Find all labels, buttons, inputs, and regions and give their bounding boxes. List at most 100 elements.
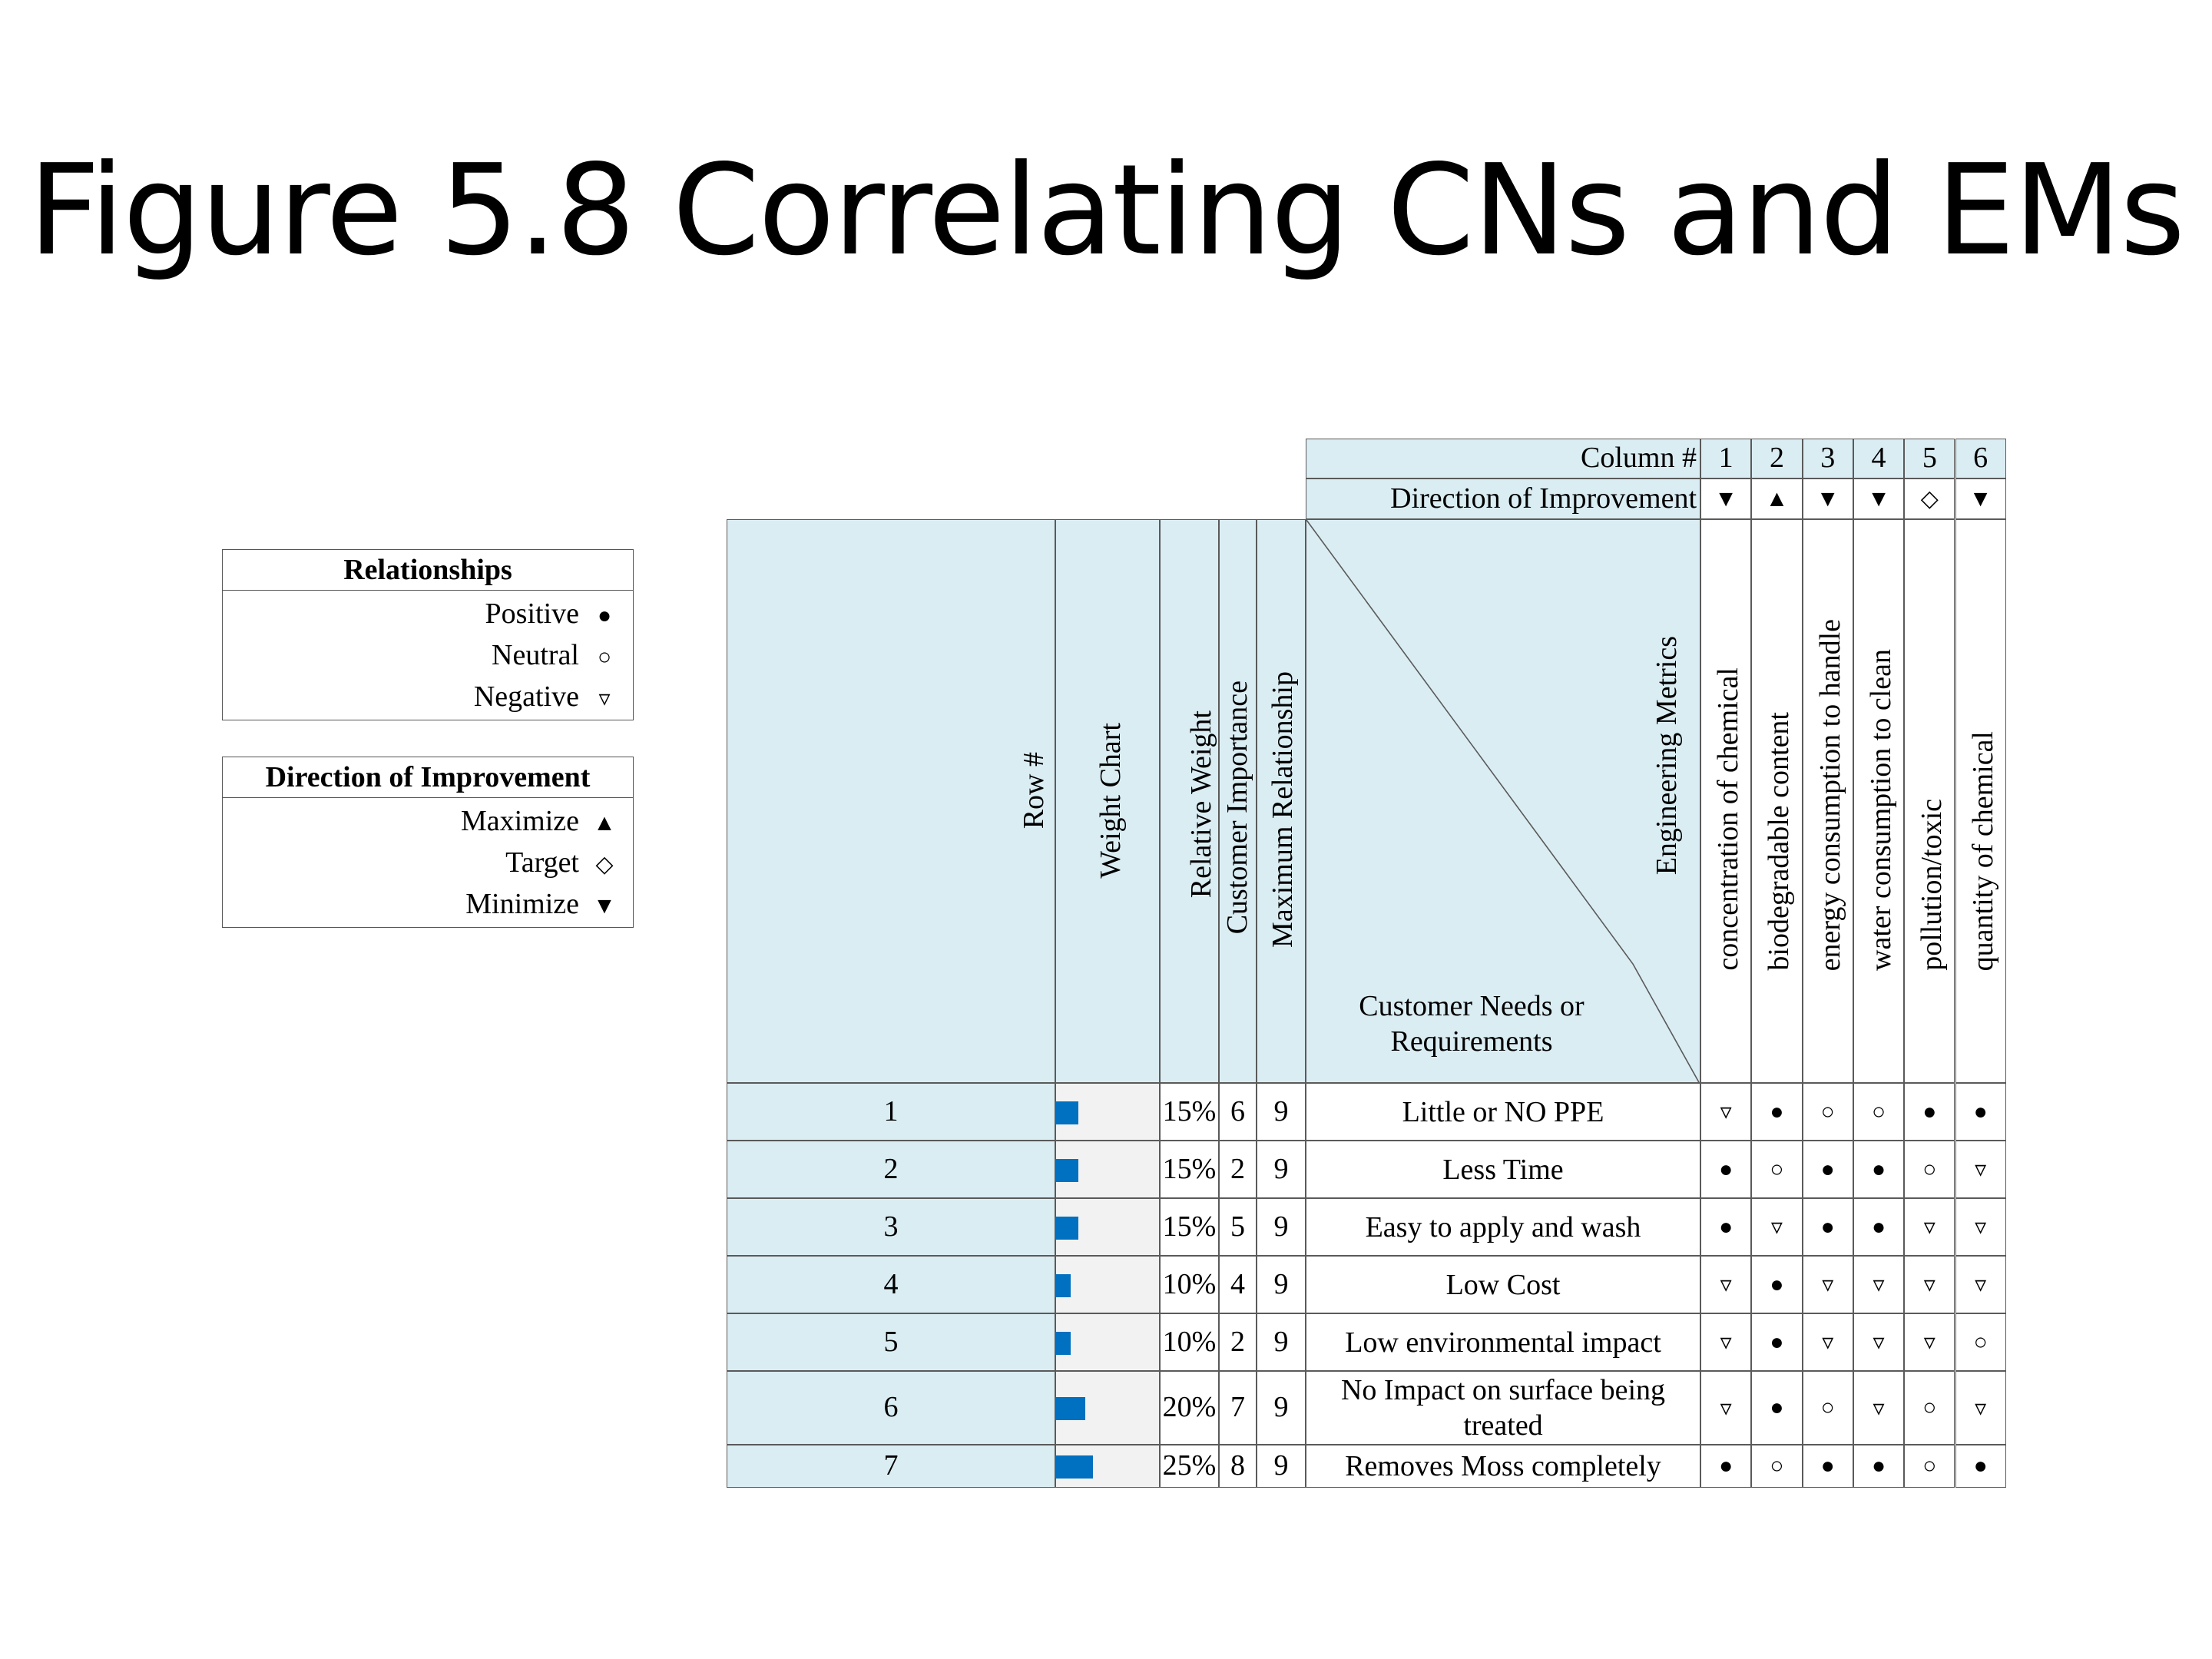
relative-weight-value: 15% — [1160, 1198, 1219, 1256]
open-triangle-down-icon: ▿ — [1904, 1313, 1955, 1371]
open-triangle-down-icon: ▿ — [1751, 1198, 1803, 1256]
legend-item-minimize: Minimize ▼ — [223, 883, 633, 925]
legend-label: Maximize — [460, 805, 579, 837]
max-relationship-value: 9 — [1257, 1256, 1306, 1313]
header-customer-importance-label: Customer Importance — [1221, 680, 1253, 934]
row-number: 3 — [727, 1198, 1055, 1256]
weight-chart-cell — [1055, 1371, 1160, 1445]
filled-circle-icon: ● — [1853, 1445, 1905, 1488]
triangle-up-icon: ▲ — [593, 810, 616, 836]
relative-weight-value: 10% — [1160, 1313, 1219, 1371]
triangle-down-icon: ▼ — [1700, 478, 1752, 519]
triangle-up-icon: ▲ — [1751, 478, 1803, 519]
legend-label: Minimize — [465, 888, 579, 920]
open-circle-icon: ○ — [1955, 1313, 2006, 1371]
header-metric-4: water consumption to clean — [1853, 519, 1905, 1083]
customer-need: Low environmental impact — [1306, 1313, 1700, 1371]
open-triangle-down-icon: ▿ — [1853, 1256, 1905, 1313]
header-metric-5: pollution/toxic — [1904, 519, 1955, 1083]
open-triangle-down-icon: ▿ — [1700, 1371, 1752, 1445]
filled-circle-icon: ● — [1751, 1083, 1803, 1141]
diamond-icon: ◇ — [595, 852, 614, 877]
filled-circle-icon: ● — [1700, 1141, 1752, 1198]
direction-label: Direction of Improvement — [1306, 478, 1700, 519]
filled-circle-icon: ● — [1853, 1198, 1905, 1256]
header-engineering-metrics-label: Engineering Metrics — [1651, 635, 1683, 875]
header-max-relationship: Maximum Relationship — [1257, 519, 1306, 1083]
max-relationship-value: 9 — [1257, 1198, 1306, 1256]
open-circle-icon: ○ — [1751, 1141, 1803, 1198]
weight-chart-cell — [1055, 1141, 1160, 1198]
relative-weight-value: 20% — [1160, 1371, 1219, 1445]
open-triangle-down-icon: ▿ — [1904, 1256, 1955, 1313]
legend-label: Target — [505, 846, 579, 879]
max-relationship-value: 9 — [1257, 1141, 1306, 1198]
header-metric-6: quantity of chemical — [1955, 519, 2006, 1083]
legend-item-target: Target ◇ — [223, 842, 633, 883]
header-customer-importance: Customer Importance — [1219, 519, 1257, 1083]
customer-need: No Impact on surface being treated — [1306, 1371, 1700, 1445]
filled-circle-icon: ● — [1751, 1371, 1803, 1445]
diagonal-divider — [1306, 520, 1700, 1082]
metric-label: pollution/toxic — [1916, 799, 1949, 971]
weight-chart-cell — [1055, 1256, 1160, 1313]
column-number: 5 — [1904, 439, 1955, 478]
customer-importance-value: 4 — [1219, 1256, 1257, 1313]
legend-label: Neutral — [492, 639, 579, 671]
open-triangle-down-icon: ▿ — [1955, 1198, 2006, 1256]
open-triangle-down-icon: ▿ — [1700, 1313, 1752, 1371]
header-metric-2: biodegradable content — [1751, 519, 1803, 1083]
filled-circle-icon: ● — [1700, 1198, 1752, 1256]
open-triangle-down-icon: ▿ — [1955, 1141, 2006, 1198]
metric-label: energy consumption to handle — [1813, 618, 1846, 971]
legend-label: Negative — [473, 680, 579, 713]
customer-need: Less Time — [1306, 1141, 1700, 1198]
header-max-relationship-label: Maximum Relationship — [1267, 671, 1299, 948]
slide-title: Figure 5.8 Correlating CNs and EMs — [28, 138, 2185, 283]
open-triangle-down-icon: ▿ — [598, 686, 611, 711]
open-triangle-down-icon: ▿ — [1802, 1256, 1853, 1313]
customer-importance-value: 5 — [1219, 1198, 1257, 1256]
customer-importance-value: 6 — [1219, 1083, 1257, 1141]
row-number: 4 — [727, 1256, 1055, 1313]
weight-chart-cell — [1055, 1198, 1160, 1256]
filled-circle-icon: ● — [1751, 1256, 1803, 1313]
open-circle-icon: ○ — [597, 644, 612, 670]
open-circle-icon: ○ — [1802, 1371, 1853, 1445]
filled-circle-icon: ● — [1751, 1313, 1803, 1371]
row-number: 7 — [727, 1445, 1055, 1488]
legend-item-maximize: Maximize ▲ — [223, 800, 633, 842]
relative-weight-value: 10% — [1160, 1256, 1219, 1313]
legend-label: Positive — [485, 598, 579, 630]
weight-bar — [1056, 1455, 1093, 1479]
legend-direction: Direction of Improvement Maximize ▲ Targe… — [222, 757, 634, 928]
weight-bar — [1056, 1101, 1078, 1124]
customer-importance-value: 8 — [1219, 1445, 1257, 1488]
column-number: 4 — [1853, 439, 1905, 478]
open-circle-icon: ○ — [1802, 1083, 1853, 1141]
filled-circle-icon: ● — [1700, 1445, 1752, 1488]
weight-chart-cell — [1055, 1445, 1160, 1488]
weight-bar — [1056, 1158, 1078, 1182]
customer-need: Little or NO PPE — [1306, 1083, 1700, 1141]
column-number: 3 — [1802, 439, 1853, 478]
triangle-down-icon: ▼ — [1802, 478, 1853, 519]
customer-need: Low Cost — [1306, 1256, 1700, 1313]
open-triangle-down-icon: ▿ — [1700, 1256, 1752, 1313]
header-metric-1: concentration of chemical — [1700, 519, 1752, 1083]
legend-item-negative: Negative ▿ — [223, 676, 633, 717]
open-circle-icon: ○ — [1751, 1445, 1803, 1488]
max-relationship-value: 9 — [1257, 1371, 1306, 1445]
legend-direction-heading: Direction of Improvement — [223, 757, 633, 798]
column-number: 6 — [1955, 439, 2006, 478]
weight-bar — [1056, 1331, 1071, 1355]
diamond-icon: ◇ — [1904, 478, 1955, 519]
relative-weight-value: 15% — [1160, 1083, 1219, 1141]
header-relative-weight-label: Relative Weight — [1185, 710, 1217, 898]
row-number: 6 — [727, 1371, 1055, 1445]
triangle-down-icon: ▼ — [593, 893, 616, 919]
column-number: 1 — [1700, 439, 1752, 478]
legend-item-neutral: Neutral ○ — [223, 634, 633, 676]
max-relationship-value: 9 — [1257, 1313, 1306, 1371]
header-customer-needs-label: Customer Needs or Requirements — [1359, 990, 1584, 1058]
